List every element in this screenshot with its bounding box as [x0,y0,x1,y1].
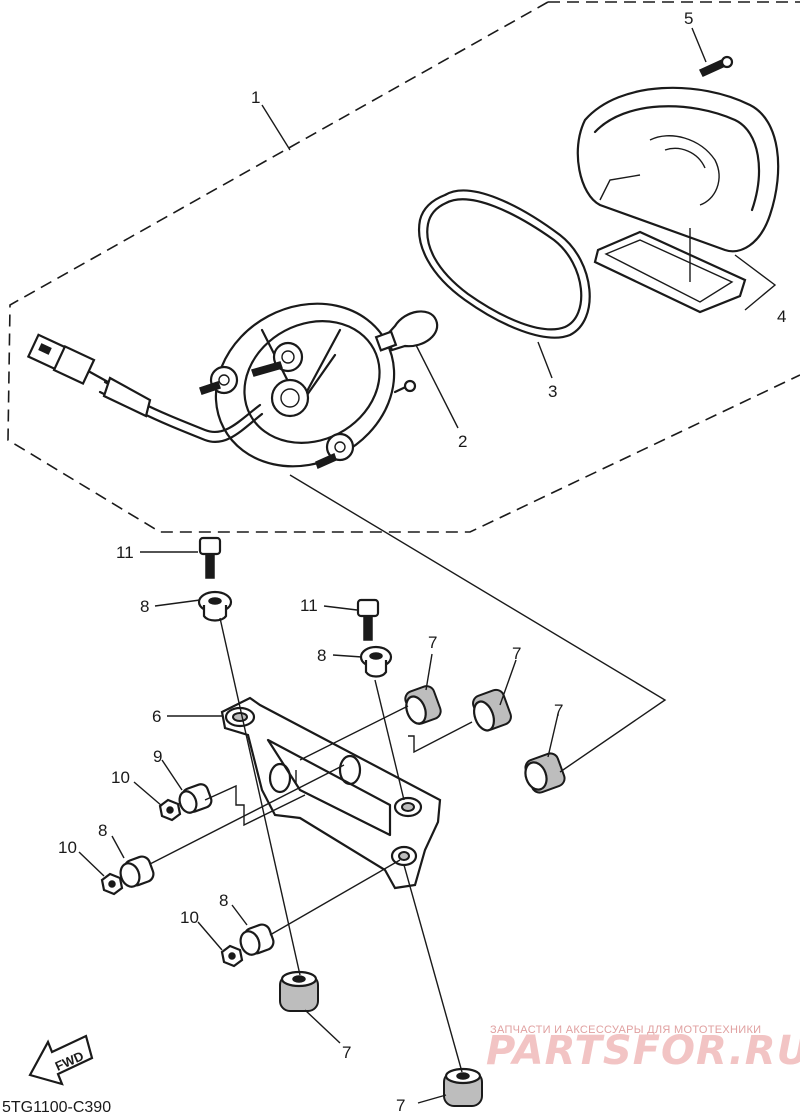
grommet-b [472,688,512,732]
spacer [178,783,213,814]
nut-b [100,872,124,896]
collar-a [197,590,233,622]
callout-8c: 8 [98,821,107,840]
watermark-brand: PARTSFOR.RU [486,1028,800,1074]
callout-7a: 7 [428,633,437,652]
taillight-housing [199,302,417,470]
grommet-d [279,970,319,1012]
callout-7e: 7 [396,1096,405,1115]
callout-5: 5 [684,9,693,28]
bolt-a [198,536,222,579]
callout-8b: 8 [317,646,326,665]
callout-9: 9 [153,747,162,766]
wire-harness [26,333,264,443]
callout-1: 1 [251,88,260,107]
callout-7b: 7 [512,644,521,663]
watermark-tagline: ЗАПЧАСТИ И АКСЕССУАРЫ ДЛЯ МОТОТЕХНИКИ [490,1024,761,1036]
grommet-e [443,1067,483,1107]
fwd-arrow: FWD [28,1034,94,1086]
diagram-code: 5TG1100-C390 [2,1099,111,1116]
callout-2: 2 [458,432,467,451]
grommet-c [524,752,566,794]
nut-c [220,944,244,968]
callout-10c: 10 [180,908,199,927]
callout-8d: 8 [219,891,228,910]
callout-11a: 11 [116,543,134,562]
callout-labels: 1 2 3 4 5 6 7 7 7 7 7 8 8 8 8 9 10 10 10… [58,9,786,1115]
bolt-b [356,598,380,641]
callout-3: 3 [548,382,557,401]
lens-screw [698,55,734,77]
callout-11b: 11 [300,596,318,615]
callout-7c: 7 [554,701,563,720]
assembly-boundary [7,1,800,533]
collar-b [359,645,393,678]
callout-10a: 10 [111,768,130,787]
watermark: ЗАПЧАСТИ И АКСЕССУАРЫ ДЛЯ МОТОТЕХНИКИ PA… [486,1024,800,1074]
lens [576,86,780,314]
callout-6: 6 [152,707,161,726]
bulb [374,310,439,352]
assembly-guide-lines [149,474,667,1073]
callout-4: 4 [777,307,786,326]
callout-10b: 10 [58,838,77,857]
callout-7d: 7 [342,1043,351,1062]
mounting-bracket [220,696,442,890]
nut-a [158,798,182,822]
lens-gasket [418,189,591,339]
label-leaders [78,27,777,1104]
collar-c [119,855,155,888]
callout-8a: 8 [140,597,149,616]
grommet-a [404,685,442,725]
collar-d [239,923,275,956]
